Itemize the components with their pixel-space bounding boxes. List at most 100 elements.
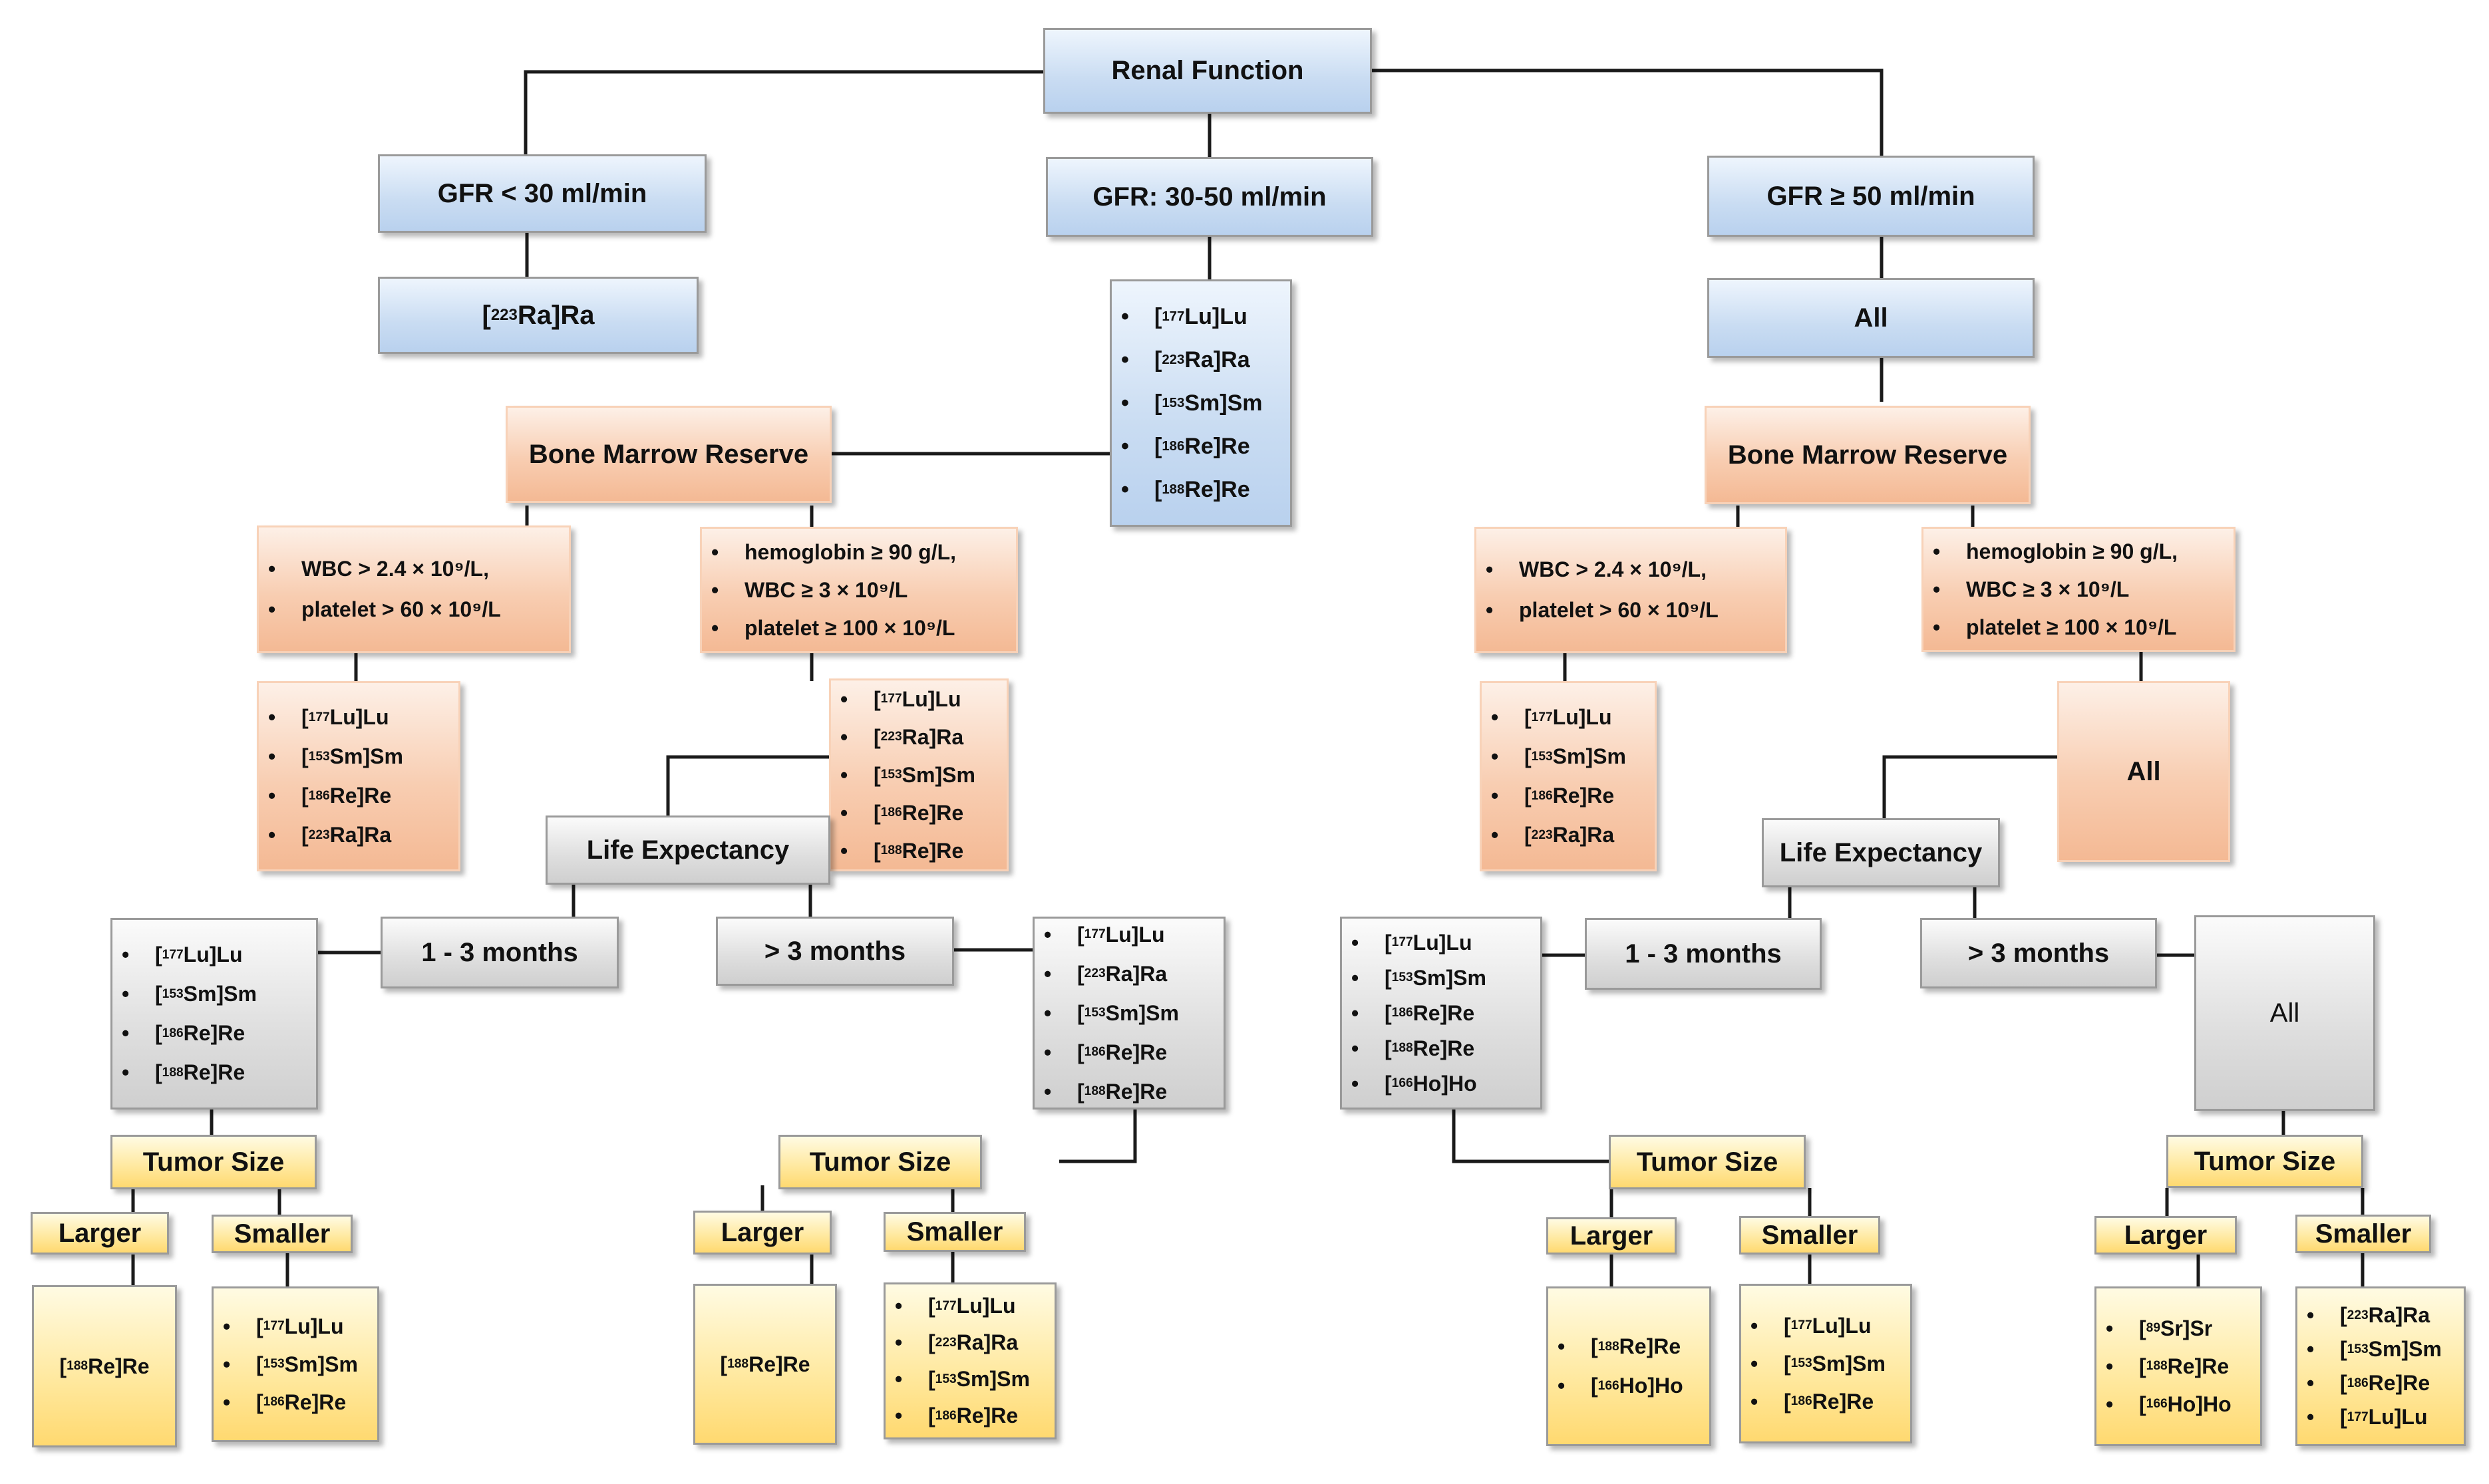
isotope-item-symbol: Re	[2202, 1354, 2230, 1378]
tumor-smaller-1-box-label: Smaller	[234, 1219, 331, 1249]
bullet-icon: •	[268, 784, 276, 808]
tumor-smaller-2-box: Smaller	[884, 1212, 1026, 1252]
isotope-item-symbol: Re	[1140, 1079, 1168, 1104]
isotope-item-element: Ra	[902, 724, 929, 749]
bullet-icon: •	[711, 577, 719, 602]
bullet-icon: •	[1933, 615, 1941, 639]
isotope-item-symbol: Sm	[2408, 1337, 2442, 1361]
bullet-icon: •	[2307, 1371, 2315, 1395]
life-expectancy-right-box-label: Life Expectancy	[1779, 837, 1983, 867]
tumor-size-2-box: Tumor Size	[778, 1135, 982, 1189]
isotope-item-element: Re	[2167, 1354, 2195, 1378]
tumor-larger-2-box-label: Larger	[721, 1217, 804, 1247]
bullet-icon: •	[1121, 303, 1129, 329]
isotope-item-symbol: Lu	[1220, 303, 1247, 329]
criteria-item-text: platelet > 60 × 10⁹/L	[1519, 598, 1719, 622]
bullet-icon: •	[1121, 347, 1129, 372]
connector-line	[666, 755, 830, 816]
bullet-icon: •	[223, 1352, 231, 1376]
isotope-item-symbol: Sm	[1146, 1000, 1179, 1025]
isotope-item-symbol: Ra	[936, 724, 964, 749]
isotope-item-symbol: Re	[1846, 1389, 1874, 1413]
gfr-mid-box: GFR: 30-50 ml/min	[1046, 157, 1373, 237]
criteria-item-text: hemoglobin ≥ 90 g/L,	[1966, 539, 2178, 563]
isotope-item-element: Re	[2368, 1371, 2396, 1395]
tumor-larger-1-box-label: Larger	[58, 1218, 142, 1248]
tumor-larger-2-box: Larger	[693, 1211, 832, 1255]
bullet-icon: •	[223, 1390, 231, 1414]
bullet-icon: •	[1121, 476, 1129, 502]
isotope-item-element: Re	[1184, 433, 1214, 459]
isotope-item-symbol: Ra	[1221, 347, 1250, 372]
bullet-icon: •	[268, 597, 276, 621]
bullet-icon: •	[122, 943, 130, 966]
isotope-item-element: Ho	[1412, 1071, 1442, 1096]
bullet-icon: •	[840, 724, 848, 749]
isotope-item-symbol: Re	[1447, 1036, 1475, 1060]
isotope-item-symbol: Re	[218, 1021, 246, 1045]
gfr-mid-box-label: GFR: 30-50 ml/min	[1092, 182, 1327, 212]
isotope-item-element: Re	[1105, 1040, 1133, 1064]
isotope-item-symbol: Lu	[317, 1314, 344, 1338]
criteria-item-text: WBC ≥ 3 × 10⁹/L	[1966, 577, 2130, 601]
bullet-icon: •	[2106, 1392, 2114, 1416]
marrow-right-high-all-box-label: All	[2126, 756, 2161, 786]
criteria-item-text: hemoglobin ≥ 90 g/L,	[745, 539, 957, 564]
isotope-item-element: Lu	[1105, 922, 1132, 947]
isotope-item-element: Sm	[1412, 965, 1446, 990]
tumor-larger-1-box: Larger	[31, 1212, 169, 1255]
tumor-smaller-1-box: Smaller	[212, 1215, 353, 1253]
criteria-item: •platelet > 60 × 10⁹/L	[268, 597, 562, 622]
gfr-low-box: GFR < 30 ml/min	[378, 154, 707, 233]
isotope-item-element: Sm	[1812, 1351, 1846, 1376]
bullet-icon: •	[1351, 930, 1359, 955]
isotope-item-element: Sm	[329, 744, 363, 768]
bone-marrow-right-box-label: Bone Marrow Reserve	[1727, 440, 2008, 470]
bullet-icon: •	[1351, 1000, 1359, 1025]
bullet-icon: •	[268, 557, 276, 581]
isotope-item-symbol: Re	[122, 1354, 150, 1378]
le-right-short-box: 1 - 3 months	[1585, 918, 1822, 990]
isotope-item-element: Lu	[1812, 1313, 1838, 1338]
isotope-item-symbol: Sm	[325, 1352, 358, 1376]
marrow-right-high-all-box: All	[2057, 681, 2230, 862]
bullet-icon: •	[895, 1330, 903, 1354]
bullet-icon: •	[1121, 390, 1129, 416]
isotope-item-element: Sm	[2368, 1337, 2402, 1361]
isotope-item-element: Lu	[284, 1314, 311, 1338]
bullet-icon: •	[1491, 784, 1499, 808]
criteria-item-text: WBC ≥ 3 × 10⁹/L	[745, 577, 908, 602]
isotope-item-symbol: Ra	[2403, 1303, 2430, 1327]
isotope-item-element: Lu	[183, 943, 210, 966]
bone-marrow-right-box: Bone Marrow Reserve	[1705, 406, 2031, 504]
tumor-size-2-box-label: Tumor Size	[809, 1147, 951, 1177]
bullet-icon: •	[840, 800, 848, 825]
isotope-item-element: Sm	[902, 762, 935, 787]
le-right-long-all-box-label: All	[2269, 998, 2300, 1028]
isotope-item-element: Lu	[2368, 1405, 2395, 1429]
tumor-larger-3-box-label: Larger	[1570, 1221, 1653, 1251]
life-expectancy-right-box: Life Expectancy	[1762, 818, 2000, 887]
